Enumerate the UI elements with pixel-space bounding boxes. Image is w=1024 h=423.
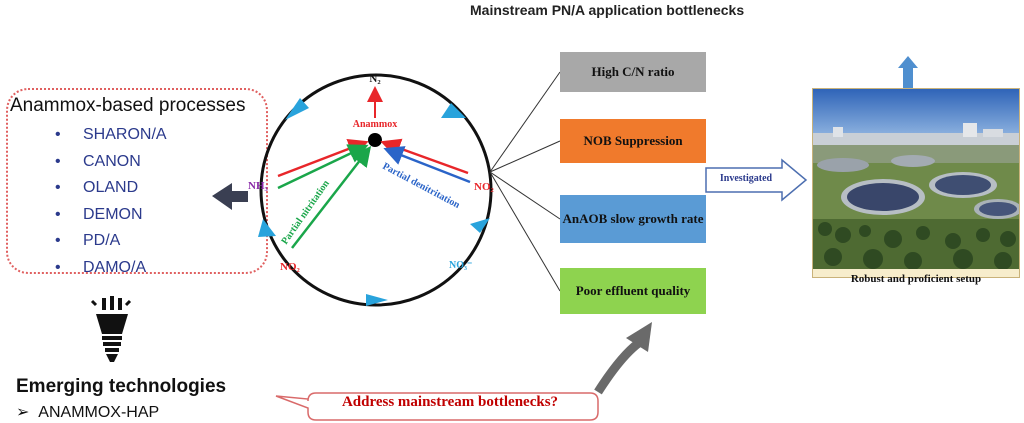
- cycle-arrow-right: [470, 218, 490, 233]
- anammox-node: [368, 133, 382, 147]
- bottleneck-connectors: [489, 71, 561, 292]
- no2-left-label: NO₂: [280, 261, 301, 273]
- upward-arrow-icon: [898, 56, 918, 88]
- list-item: •DAMO/A: [55, 258, 147, 276]
- lightbulb-icon: [90, 296, 132, 362]
- list-item: •PD/A: [55, 232, 121, 249]
- list-item: •CANON: [55, 152, 141, 170]
- n2-label: N₂: [369, 73, 381, 85]
- nh3-label: NH₃: [248, 180, 269, 192]
- anammox-label: Anammox: [353, 119, 397, 130]
- cycle-arrow-upper-left: [285, 98, 309, 120]
- no3-label: NO₃⁻: [449, 260, 472, 271]
- arrow-bullet-icon: ➢: [16, 404, 30, 421]
- bottleneck-high-cn-ratio: High C/N ratio: [560, 52, 706, 92]
- to-processes-arrow: [212, 183, 248, 210]
- cycle-arrow-upper-right: [441, 103, 466, 118]
- diagram-title: Mainstream PN/A application bottlenecks: [470, 2, 745, 18]
- bottleneck-effluent-quality: Poor effluent quality: [560, 268, 706, 314]
- emerging-title: Emerging technologies: [16, 376, 227, 397]
- processes-title: Anammox-based processes: [10, 95, 246, 116]
- bottleneck-nob-suppression: NOB Suppression: [560, 119, 706, 163]
- question-callout: [275, 392, 599, 421]
- emerging-item: ➢ ANAMMOX-HAP: [16, 404, 160, 421]
- denitritation-arrow: [383, 146, 471, 184]
- no2-right-label: NO₂: [474, 181, 495, 193]
- treatment-plant-photo: [812, 88, 1020, 278]
- question-label: Address mainstream bottlenecks?: [341, 394, 559, 410]
- investigated-arrow: [705, 158, 808, 202]
- partial-nitritation-label: Partial nitritation: [279, 178, 332, 247]
- list-item: •OLAND: [55, 179, 139, 196]
- curved-arrow-body: [594, 338, 643, 395]
- cycle-arrows: [258, 98, 490, 306]
- list-item: •SHARON/A: [55, 126, 167, 143]
- photo-caption: Robust and proficient setup: [850, 273, 982, 285]
- nitrogen-cycle-ring: [259, 73, 493, 307]
- nh3-nitritation-arrow: [277, 144, 369, 190]
- cycle-arrow-left: [258, 219, 276, 237]
- processes-box: [6, 88, 268, 274]
- no2-to-anammox-green-arrow: [291, 146, 372, 249]
- treatment-plant-illustration: [813, 89, 1019, 269]
- curved-arrow-head: [626, 322, 652, 352]
- partial-denitritation-label: Partial denitritation: [381, 161, 462, 211]
- bottleneck-anaob-growth: AnAOB slow growth rate: [560, 195, 706, 243]
- list-item: •DEMON: [55, 205, 143, 223]
- cycle-arrow-bottom: [366, 294, 388, 306]
- investigated-label: Investigated: [719, 173, 773, 184]
- processes-list: •SHARON/A •CANON •OLAND •DEMON •PD/A •DA…: [55, 122, 167, 281]
